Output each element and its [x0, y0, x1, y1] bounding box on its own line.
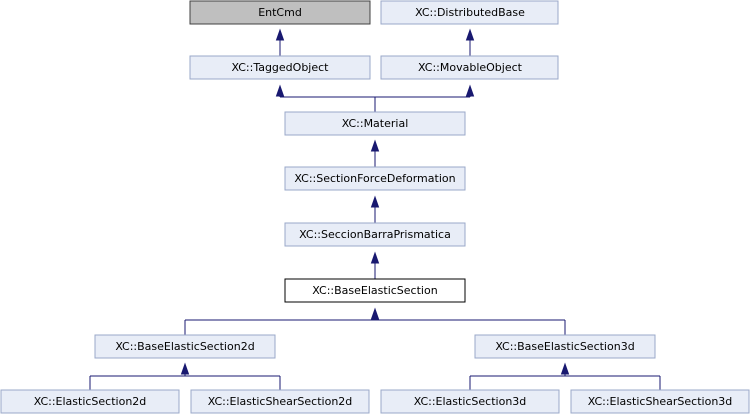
- class-label-tagged-object: XC::TaggedObject: [231, 61, 329, 74]
- class-node-base-elastic-section[interactable]: XC::BaseElasticSection: [284, 278, 466, 303]
- inheritance-edges: [89, 28, 661, 390]
- class-label-distributed-base: XC::DistributedBase: [415, 6, 525, 19]
- edge-material-to-tagged-movable: [279, 86, 471, 112]
- class-label-entcmd: EntCmd: [258, 6, 302, 19]
- edge-es2d-to-bes2d: [89, 364, 281, 390]
- arrowhead-base-elastic-section-2d: [180, 362, 190, 375]
- class-label-movable-object: XC::MovableObject: [418, 61, 523, 74]
- class-label-elastic-shear-section-2d: XC::ElasticShearSection2d: [208, 395, 353, 408]
- class-node-elastic-shear-section-3d[interactable]: XC::ElasticShearSection3d: [570, 389, 750, 414]
- class-node-tagged-object[interactable]: XC::TaggedObject: [189, 55, 371, 80]
- class-label-section-force-deformation: XC::SectionForceDeformation: [294, 172, 455, 185]
- class-label-elastic-shear-section-3d: XC::ElasticShearSection3d: [588, 395, 733, 408]
- class-node-elastic-shear-section-2d[interactable]: XC::ElasticShearSection2d: [190, 389, 370, 414]
- class-node-base-elastic-section-2d[interactable]: XC::BaseElasticSection2d: [94, 334, 276, 359]
- arrowhead-entcmd: [275, 28, 285, 41]
- arrowhead-tagged-object: [275, 84, 285, 97]
- class-label-material: XC::Material: [342, 117, 409, 130]
- class-node-elastic-section-3d[interactable]: XC::ElasticSection3d: [380, 389, 560, 414]
- edge-bes2d3d-to-bes: [184, 309, 566, 335]
- class-label-base-elastic-section: XC::BaseElasticSection: [312, 284, 437, 297]
- class-label-seccion-barra-prismatica: XC::SeccionBarraPrismatica: [299, 228, 451, 241]
- class-node-movable-object[interactable]: XC::MovableObject: [380, 55, 559, 80]
- class-label-elastic-section-2d: XC::ElasticSection2d: [34, 395, 147, 408]
- class-node-section-force-deformation[interactable]: XC::SectionForceDeformation: [284, 166, 466, 191]
- arrowhead-seccion-barra-prismatica: [370, 251, 380, 264]
- arrowhead-material: [370, 139, 380, 152]
- class-node-seccion-barra-prismatica[interactable]: XC::SeccionBarraPrismatica: [284, 222, 466, 247]
- arrowhead-section-force-deformation: [370, 195, 380, 208]
- class-node-base-elastic-section-3d[interactable]: XC::BaseElasticSection3d: [474, 334, 656, 359]
- arrowhead-base-elastic-section-3d: [560, 362, 570, 375]
- class-node-material[interactable]: XC::Material: [284, 111, 466, 136]
- class-label-elastic-section-3d: XC::ElasticSection3d: [414, 395, 527, 408]
- class-label-base-elastic-section-3d: XC::BaseElasticSection3d: [495, 340, 634, 353]
- arrowhead-movable-object: [465, 84, 475, 97]
- edge-es3d-to-bes3d: [469, 364, 661, 390]
- class-node-distributed-base[interactable]: XC::DistributedBase: [380, 0, 559, 25]
- class-node-entcmd[interactable]: EntCmd: [189, 0, 371, 25]
- class-node-elastic-section-2d[interactable]: XC::ElasticSection2d: [0, 389, 180, 414]
- arrowhead-base-elastic-section: [370, 307, 380, 320]
- class-label-base-elastic-section-2d: XC::BaseElasticSection2d: [115, 340, 254, 353]
- arrowhead-distributed-base: [465, 28, 475, 41]
